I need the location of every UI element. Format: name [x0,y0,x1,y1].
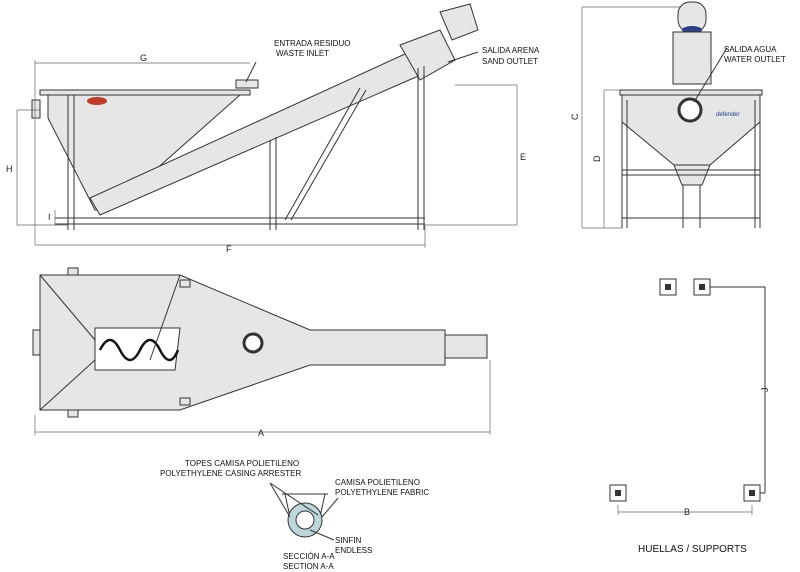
sand-outlet-label-es: SALIDA ARENA [482,46,540,55]
water-outlet-label-en: WATER OUTLET [724,55,786,64]
waste-inlet-label-es: ENTRADA RESIDUO [274,39,350,48]
section-view: TOPES CAMISA POLIETILENO POLYETHYLENE CA… [160,459,429,571]
casing-fabric-label-en: POLYETHYLENE FABRIC [335,488,429,497]
dim-A: A [258,428,264,438]
water-outlet-flange [677,97,703,123]
flange [242,332,264,354]
plan-view: A [32,267,491,438]
dim-H: H [6,164,13,174]
brand-plate [87,97,107,105]
casing-arrester-label-en: POLYETHYLENE CASING ARRESTER [160,469,301,478]
dim-G: G [140,53,147,63]
brand-logo: defender [716,112,741,118]
endless-label-es: SINFIN [335,536,361,545]
waste-inlet-label-en: WASTE INLET [276,49,329,58]
water-outlet-label-es: SALIDA AGUA [724,45,777,54]
dim-J: J [760,388,770,393]
dim-C: C [570,113,580,120]
side-view: G F E H I ENTRADA RESIDUO WASTE INLET SA… [6,3,540,254]
supports-title: HUELLAS / SUPPORTS [638,544,747,555]
supports-view: B J HUELLAS / SUPPORTS [609,278,770,555]
dim-F: F [226,244,232,254]
dim-D: D [592,155,602,162]
dim-E: E [520,152,526,162]
endless-label-en: ENDLESS [335,546,372,555]
casing-arrester-label-es: TOPES CAMISA POLIETILENO [185,459,299,468]
casing-fabric-label-es: CAMISA POLIETILENO [335,478,420,487]
front-view: defender C D SALIDA AGUA WATER OUTLET [570,1,786,229]
dim-B: B [684,507,690,517]
motor-housing [439,3,479,41]
section-label-es: SECCIÓN A-A [283,552,335,561]
sand-outlet-label-en: SAND OUTLET [482,57,538,66]
dim-I: I [48,212,51,222]
screw [98,338,180,362]
section-label-en: SECTION A-A [283,562,334,571]
